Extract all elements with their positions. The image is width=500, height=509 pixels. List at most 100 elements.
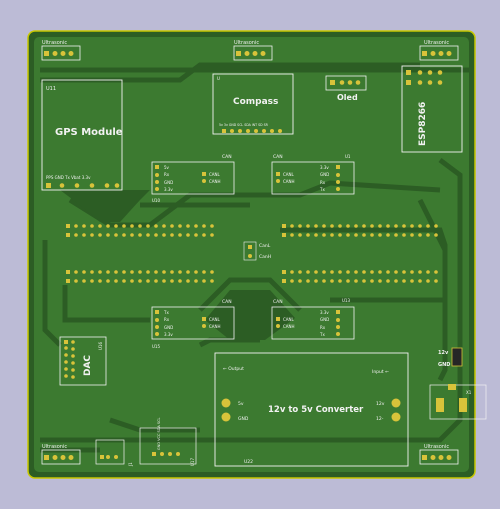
can-upper-left-outline [151, 161, 235, 195]
u17-outline [139, 427, 197, 465]
ultrasonic-label-tm: Ultrasonic [234, 40, 259, 46]
lr-rx: Rx [320, 325, 326, 330]
ul-gnd: GND [164, 180, 173, 185]
header-row-4 [282, 270, 438, 283]
converter-12v: 12v [376, 401, 385, 407]
gps-title: GPS Module [55, 127, 123, 138]
ul-rx: Rx [164, 172, 170, 177]
compass-pin-labels: 5v 3v GND SCL SDA INT SD SR [219, 123, 269, 127]
can-lower-left-outline [151, 306, 235, 340]
header-row-1 [66, 224, 214, 237]
gps-ref: U11 [46, 86, 56, 92]
can-center-outline [243, 241, 257, 261]
converter-outline [214, 352, 409, 467]
ultrasonic-label-tr: Ultrasonic [424, 40, 449, 46]
ref-u22: U22 [244, 459, 253, 465]
ur-canh: CANH [283, 179, 295, 184]
jack-body [451, 347, 463, 367]
converter-output-label: ← Output [223, 366, 244, 372]
can-ul-title: CAN [222, 154, 232, 160]
oled-pins [330, 80, 361, 85]
ultrasonic-bottom-left [41, 449, 81, 465]
ul-33: 3.3v [164, 187, 173, 192]
ll-gnd: GND [164, 325, 173, 330]
can-lr-title: CAN [273, 299, 283, 305]
ul-5v: 5v [164, 165, 170, 170]
oled-title: Oled [337, 93, 358, 102]
gps-module-outline [41, 79, 123, 191]
j1-pins [100, 455, 118, 459]
converter-5v: 5v [238, 401, 244, 407]
can-lower-left-pins [155, 310, 206, 336]
jack-12v: 12v [438, 350, 449, 356]
converter-pads [221, 398, 401, 422]
ur-tx: Tx [319, 187, 325, 192]
ultrasonic-label-bl: Ultrasonic [42, 444, 67, 450]
oled-outline [325, 75, 367, 91]
ul-canl: CANL [209, 172, 221, 177]
converter-title: 12v to 5v Converter [268, 405, 364, 415]
header-row-2 [282, 224, 438, 237]
compass-title: Compass [233, 97, 278, 107]
jack-pads [436, 384, 467, 412]
can-lower-right-outline [271, 306, 355, 340]
can-lower-right-pins [276, 310, 340, 336]
lr-tx: Tx [319, 332, 325, 337]
jack-gnd: GND [438, 362, 450, 368]
ul-canh: CANH [209, 179, 221, 184]
esp8266-outline [401, 65, 463, 153]
gps-pin-labels: PPS GND Tx Vbat 3.3v [46, 175, 91, 180]
ll-tx: Tx [163, 310, 169, 315]
ur-canl: CANL [283, 172, 295, 177]
esp8266-title: ESP8266 [418, 102, 428, 146]
ur-rx: Rx [320, 180, 326, 185]
ultrasonic-top-right [419, 45, 459, 61]
compass-ref: U [217, 76, 220, 81]
traces [40, 62, 470, 453]
ll-33: 3.3v [164, 332, 173, 337]
can-ll-title: CAN [222, 299, 232, 305]
ll-canh: CANH [209, 324, 221, 329]
ll-canl: CANL [209, 317, 221, 322]
u17-pin-labels: GND VCC SDA SCL [157, 417, 161, 450]
compass-outline [212, 73, 294, 135]
can-ur-title: CAN [273, 154, 283, 160]
can-center-pins [248, 245, 252, 258]
can-upper-right-outline [271, 161, 355, 195]
ultrasonic-label-tl: Ultrasonic [42, 40, 67, 46]
converter-12-minus: 12- [376, 416, 384, 422]
canl-center: CanL [259, 243, 271, 249]
ur-gnd: GND [320, 172, 329, 177]
lr-33: 3.3v [320, 310, 329, 315]
u17-pins [152, 452, 180, 456]
ref-j1: J1 [128, 462, 133, 467]
ref-u15: U15 [152, 344, 160, 349]
converter-gnd: GND [238, 416, 249, 422]
jack-outline [429, 384, 487, 420]
ultrasonic-top-left [41, 45, 81, 61]
ref-u17: U17 [190, 458, 195, 466]
gps-pins [46, 183, 120, 188]
ref-x1: X1 [466, 390, 472, 395]
j1-outline [95, 439, 125, 465]
ref-u10: U10 [152, 198, 160, 203]
ultrasonic-label-br: Ultrasonic [424, 444, 449, 450]
ref-u1: U1 [345, 154, 351, 159]
ultrasonic-bottom-right [419, 449, 459, 465]
lr-canl: CANL [283, 317, 295, 322]
copper-pour [34, 37, 469, 472]
can-upper-right-pins [276, 165, 340, 191]
ultrasonic-top-middle [233, 45, 273, 61]
dac-pins [64, 340, 75, 379]
dac-outline [59, 336, 107, 386]
can-upper-left-pins [155, 165, 206, 191]
gps-ground-zone [60, 190, 150, 222]
esp8266-pins [406, 70, 443, 85]
lr-canh: CANH [283, 324, 295, 329]
canh-center: CanH [259, 254, 271, 260]
ref-u16: U16 [98, 342, 103, 350]
ur-33: 3.3v [320, 165, 329, 170]
